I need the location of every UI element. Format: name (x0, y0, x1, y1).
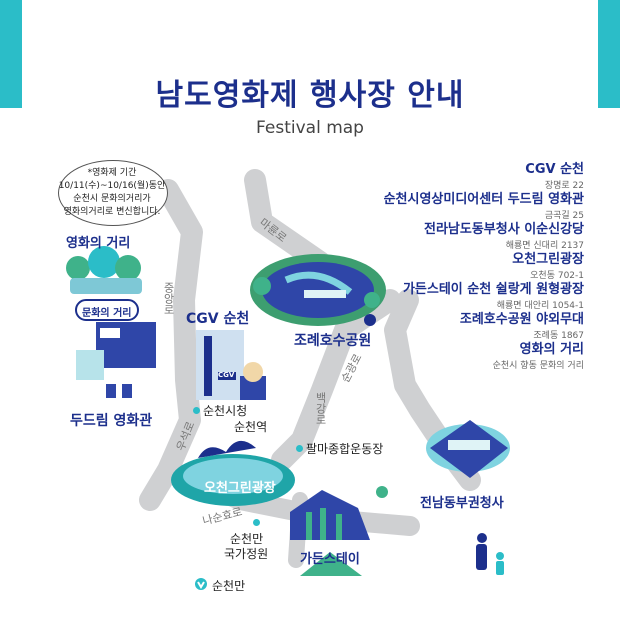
direction-label-bay: 순천만 (212, 579, 246, 593)
legend-name: 오천그린광장 (512, 252, 584, 267)
legend-name: 가든스테이 순천 쉴랑게 원형광장 (402, 282, 584, 297)
place-label-movie-street: 영화의 거리 (66, 236, 131, 251)
legend-addr: 해룡면 신대리 2137 (505, 241, 584, 251)
notice-line-4: 영화의거리로 변신합니다. (63, 207, 161, 217)
legend-name: 순천시영상미디어센터 두드림 영화관 (383, 192, 584, 207)
legend-addr: 금곡길 25 (544, 211, 584, 221)
notice-line-2: 10/11(수)~10/16(월)동안 (58, 181, 166, 191)
top-left-accent-bar (0, 0, 22, 108)
down-arrow-icon (195, 578, 207, 590)
place-label-gardenstay: 가든스테이 (300, 552, 360, 567)
legend-name: 영화의 거리 (519, 342, 584, 357)
cgv-building-illustration (196, 330, 266, 400)
place-label-east-gov: 전남동부권청사 (420, 496, 504, 511)
road-baekgang (271, 289, 401, 471)
legend-addr: 해룡면 대안리 1054-1 (496, 301, 584, 311)
legend-addr: 조례동 1867 (533, 331, 584, 341)
legend-addr: 오천동 702-1 (530, 271, 584, 281)
road-label-jungang: 중앙로 (162, 282, 175, 315)
place-label-dodream: 두드림 영화관 (70, 413, 153, 429)
legend-name: CGV 순천 (525, 162, 584, 177)
gardenstay-illustration (290, 490, 370, 576)
culture-street-sign: 문화의 거리 (82, 308, 132, 319)
east-gov-building-illustration (376, 420, 510, 498)
cgv-sign: CGV (218, 371, 235, 379)
legend-item-ocheon: 오천그린광장 오천동 702-1 (512, 248, 584, 281)
spot-dot-garden (253, 519, 260, 526)
place-label-joryeho: 조례호수공원 (294, 333, 372, 349)
road-label-baekgang: 백강로 (314, 392, 327, 425)
road-maryun (244, 169, 331, 273)
notice-bubble (58, 160, 168, 226)
joryeho-lake-park-illustration (250, 254, 386, 326)
page-title: 남도영화제 행사장 안내 (155, 78, 465, 113)
spot-label-palma: 팔마종합운동장 (306, 442, 384, 456)
legend-item-gardenstay: 가든스테이 순천 쉴랑게 원형광장 해룡면 대안리 1054-1 (403, 278, 584, 311)
legend-item-dodream: 순천시영상미디어센터 두드림 영화관 금곡길 25 (384, 188, 584, 221)
ocheon-square-illustration (171, 440, 295, 506)
spot-label-city-hall: 순천시청 (203, 404, 248, 418)
legend-addr: 장명로 22 (544, 181, 584, 191)
page-subtitle: Festival map (256, 118, 364, 138)
spot-label-station: 순천역 (234, 420, 268, 434)
legend-item-east-gov-hall: 전라남도동부청사 이순신강당 해룡면 신대리 2137 (424, 218, 584, 251)
place-label-ocheon: 오천그린광장 (204, 481, 276, 496)
legend-name: 조례호수공원 야외무대 (459, 312, 584, 327)
legend-addr: 순천시 향동 문화의 거리 (492, 361, 584, 371)
notice-line-3: 순천시 문화의거리가 (73, 194, 151, 204)
spot-dot-palma (296, 445, 303, 452)
legend-item-joryeho: 조례호수공원 야외무대 조례동 1867 (460, 308, 584, 341)
movie-street-trees-illustration (66, 246, 142, 321)
spot-label-garden-line1: 순천만 (230, 532, 264, 546)
walking-family-illustration (476, 533, 504, 575)
notice-text: *영화제 기간 10/11(수)~10/16(월)동안 순천시 문화의거리가 영… (52, 167, 172, 219)
spot-label-garden-line2: 국가정원 (224, 547, 269, 561)
notice-line-1: *영화제 기간 (87, 168, 137, 178)
dodream-cinema-illustration (76, 322, 156, 398)
legend-item-cgv: CGV 순천 장명로 22 (525, 158, 584, 191)
place-label-cgv: CGV 순천 (186, 311, 250, 327)
top-right-accent-bar (598, 0, 620, 108)
legend-item-movie-street: 영화의 거리 순천시 향동 문화의 거리 (493, 338, 584, 371)
legend-name: 전라남도동부청사 이순신강당 (423, 222, 584, 237)
spot-dot-city-hall (193, 407, 200, 414)
road-jungang (139, 179, 203, 511)
